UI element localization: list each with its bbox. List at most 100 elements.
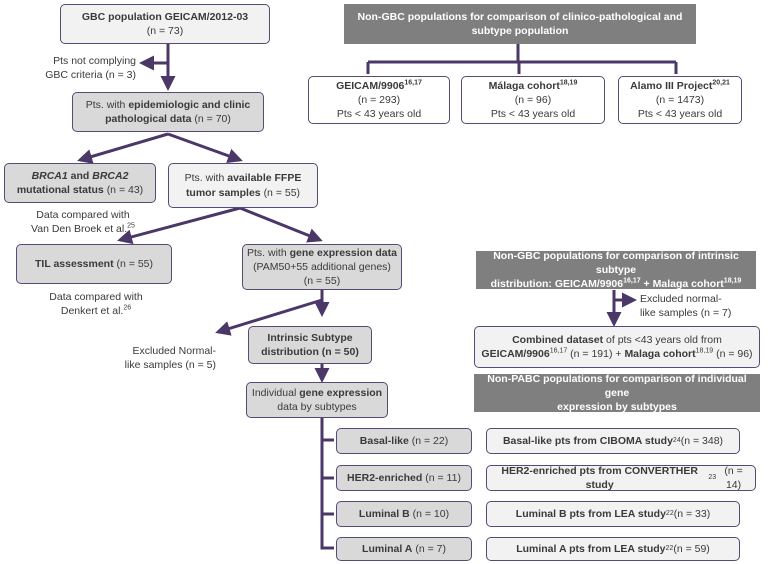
cohort-alamo-age: Pts < 43 years old — [637, 108, 723, 121]
subtype-luminal-a-n: (n = 7) — [415, 542, 446, 555]
combined-mid: (n = 191) + — [567, 348, 625, 360]
excluded-normal-right-line2: like samples (n = 7) — [640, 307, 732, 320]
gene-n: (n = 55) — [303, 275, 341, 288]
subtype-luminal-b-n: (n = 10) — [412, 507, 450, 520]
epi-data-pre: Pts. with — [85, 98, 129, 111]
header1-line2: subtype population — [471, 25, 569, 37]
brca1-label: BRCA1 — [31, 169, 68, 182]
subtype-basal-n: (n = 22) — [411, 434, 449, 447]
header2-malaga: + Malaga cohort — [640, 278, 724, 291]
subtype-luminal-a-box: Luminal A (n = 7) — [336, 537, 472, 561]
cohort-geicam-n: (n = 293) — [357, 93, 401, 106]
excluded-gbc-line1: Pts not complying — [53, 55, 136, 67]
study-luminal-b-n: (n = 33) — [673, 507, 711, 520]
brca-line1: BRCA1 and BRCA2 — [32, 169, 129, 183]
cohort-alamo-label: Alamo III Project — [630, 79, 713, 92]
header1-line1: Non-GBC populations for comparison of cl… — [357, 10, 683, 23]
combined-end: (n = 96) — [713, 348, 753, 360]
study-her2-n: (n = 14) — [724, 464, 743, 491]
combined-bold: Combined dataset — [512, 333, 604, 346]
intrinsic-subtype-box: Intrinsic Subtype distribution (n = 50) — [248, 326, 372, 364]
combined-dataset-box: Combined dataset of pts <43 years old fr… — [474, 326, 760, 368]
til-note: Data compared with Denkert et al.26 — [18, 290, 174, 318]
ffpe-box: Pts. with available FFPE tumor samples (… — [168, 163, 318, 208]
cohort-malaga-name: Málaga cohort18,19 — [489, 79, 578, 93]
cohort-geicam-box: GEICAM/990616,17 (n = 293) Pts < 43 year… — [308, 76, 450, 124]
cohort-alamo-n: (n = 1473) — [655, 93, 705, 106]
cohort-malaga-ref: 18,19 — [559, 79, 578, 87]
cohort-malaga-box: Málaga cohort18,19 (n = 96) Pts < 43 yea… — [461, 76, 605, 124]
study-basal-n: (n = 348) — [680, 434, 724, 447]
epi-data-bold: epidemiologic and clinic pathological da… — [105, 98, 251, 125]
header2-geicam: distribution: GEICAM/9906 — [490, 278, 624, 291]
gene-bold: gene expression data — [289, 246, 397, 259]
header2-ref2: 18,19 — [723, 277, 742, 285]
individual-bold: gene expression — [299, 386, 383, 399]
brca-status: mutational status — [16, 184, 104, 196]
til-note-author: Denkert et al. — [60, 305, 124, 318]
study-luminal-a-label: Luminal A pts from LEA study — [516, 542, 666, 555]
excluded-normal-right-note: Excluded normal- like samples (n = 7) — [640, 292, 760, 320]
subtype-luminal-a-label: Luminal A — [362, 542, 413, 555]
header-clinico-pathological: Non-GBC populations for comparison of cl… — [344, 4, 696, 44]
cohort-alamo-name: Alamo III Project20,21 — [630, 79, 730, 93]
cohort-alamo-box: Alamo III Project20,21 (n = 1473) Pts < … — [618, 76, 742, 124]
excluded-gbc-line2: GBC criteria (n = 3) — [45, 69, 136, 82]
combined-ref2: 18,19 — [695, 347, 714, 355]
individual-expression-box: Individual gene expression data by subty… — [246, 382, 388, 418]
cohort-malaga-age: Pts < 43 years old — [490, 108, 576, 121]
intrinsic-line1: Intrinsic Subtype — [267, 331, 353, 344]
header3-line2: expression by subtypes — [557, 401, 677, 414]
cohort-alamo-ref: 20,21 — [712, 79, 730, 87]
ffpe-pre: Pts. with — [184, 172, 228, 185]
epi-data-box: Pts. with epidemiologic and clinic patho… — [72, 92, 264, 132]
brca-note-line2: Van Den Broek et al.25 — [8, 222, 158, 236]
brca-n: (n = 43) — [106, 184, 144, 196]
combined-line2: GEICAM/990616,17 (n = 191) + Malaga coho… — [481, 347, 752, 361]
gene-pre: Pts. with — [247, 246, 290, 259]
brca2-label: BRCA2 — [92, 169, 129, 182]
excluded-normal-line1: Excluded Normal- — [132, 345, 216, 357]
til-note-line2: Denkert et al.26 — [18, 304, 174, 318]
subtype-her2-box: HER2-enriched (n = 11) — [336, 465, 472, 491]
til-note-line1: Data compared with — [49, 291, 143, 303]
til-text: TIL assessment (n = 55) — [35, 257, 153, 271]
subtype-basal-box: Basal-like (n = 22) — [336, 428, 472, 454]
study-luminal-b-label: Luminal B pts from LEA study — [515, 507, 666, 520]
excluded-normal-right-line1: Excluded normal- — [640, 293, 722, 305]
brca-box: BRCA1 and BRCA2 mutational status (n = 4… — [4, 163, 156, 203]
header2-line1: Non-GBC populations for comparison of in… — [493, 249, 739, 276]
ffpe-line1: Pts. with available FFPE — [185, 171, 302, 185]
header-intrinsic-subtype: Non-GBC populations for comparison of in… — [476, 249, 756, 291]
brca-note-author: Van Den Broek et al. — [31, 223, 128, 236]
subtype-luminal-b-box: Luminal B (n = 10) — [336, 501, 472, 527]
ffpe-line2: tumor samples (n = 55) — [186, 186, 300, 200]
header2-line2: distribution: GEICAM/990616,17 + Malaga … — [491, 277, 742, 291]
combined-ref1: 16,17 — [549, 347, 568, 355]
brca-note: Data compared with Van Den Broek et al.2… — [8, 208, 158, 236]
brca-note-ref: 25 — [127, 222, 135, 230]
subtype-luminal-b-label: Luminal B — [358, 507, 410, 520]
individual-line2: data by subtypes — [277, 401, 357, 413]
brca-and: and — [67, 169, 93, 182]
brca-note-line1: Data compared with — [36, 209, 130, 221]
epi-data-text: Pts. with epidemiologic and clinic patho… — [77, 98, 259, 126]
subtype-her2-n: (n = 11) — [425, 471, 461, 484]
til-box: TIL assessment (n = 55) — [16, 244, 172, 284]
til-bold: TIL assessment — [34, 257, 114, 270]
study-basal-label: Basal-like pts from CIBOMA study — [502, 434, 673, 447]
combined-malaga: Malaga cohort — [624, 348, 696, 360]
cohort-malaga-label: Málaga cohort — [488, 79, 560, 92]
combined-rest: of pts <43 years old from — [603, 333, 722, 346]
cohort-geicam-ref: 16,17 — [404, 79, 422, 87]
individual-pre: Individual — [251, 386, 300, 399]
excluded-normal-line2: like samples (n = 5) — [124, 359, 216, 372]
cohort-geicam-label: GEICAM/9906 — [336, 79, 405, 92]
subtype-basal-label: Basal-like — [359, 434, 409, 447]
gbc-population-title: GBC population GEICAM/2012-03 — [81, 10, 249, 23]
